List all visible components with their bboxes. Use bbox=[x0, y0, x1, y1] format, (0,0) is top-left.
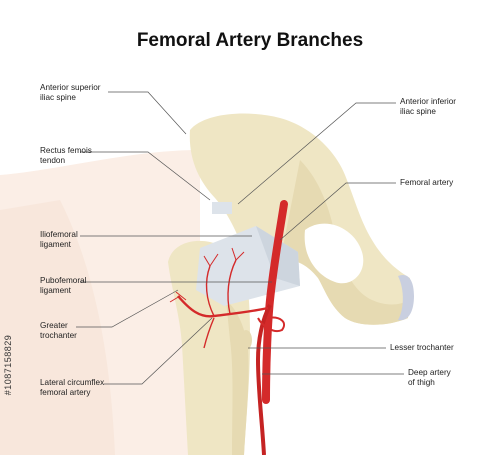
femoral-artery bbox=[262, 200, 288, 404]
label-anterior-inferior-iliac-spine: Anterior inferior iliac spine bbox=[400, 97, 456, 116]
label-pubofemoral-ligament: Pubofemoral ligament bbox=[40, 276, 87, 295]
descending-branch bbox=[203, 317, 215, 349]
deep-artery-of-thigh bbox=[255, 304, 272, 455]
label-anterior-superior-iliac-spine: Anterior superior iliac spine bbox=[40, 83, 101, 102]
pubic-cartilage bbox=[398, 274, 414, 321]
obturator-foramen bbox=[304, 223, 364, 284]
ascending-branch-2 bbox=[227, 259, 237, 315]
label-femoral-artery: Femoral artery bbox=[400, 178, 454, 187]
label-lateral-circumflex-femoral-artery: Lateral circumflex femoral artery bbox=[40, 378, 105, 397]
circumflex-loop bbox=[257, 316, 286, 332]
ascending-branch bbox=[205, 265, 215, 317]
pelvis-shadow bbox=[280, 160, 408, 325]
rectus-femoris-tendon-shape bbox=[212, 202, 232, 214]
label-lesser-trochanter: Lesser trochanter bbox=[390, 343, 454, 352]
stock-id-text: #1087158829 bbox=[3, 334, 13, 396]
leader-lines bbox=[76, 91, 404, 385]
label-rectus-femoris-tendon: Rectus femois tendon bbox=[40, 146, 92, 165]
lesser-trochanter-shape bbox=[240, 330, 252, 350]
label-greater-trochanter: Greater trochanter bbox=[40, 321, 77, 340]
label-iliofemoral-ligament: Iliofemoral ligament bbox=[40, 230, 78, 249]
skin-silhouette-right bbox=[0, 200, 115, 455]
small-branches bbox=[169, 247, 245, 303]
label-deep-artery-of-thigh: Deep artery of thigh bbox=[408, 368, 451, 387]
page-title: Femoral Artery Branches bbox=[136, 30, 364, 51]
